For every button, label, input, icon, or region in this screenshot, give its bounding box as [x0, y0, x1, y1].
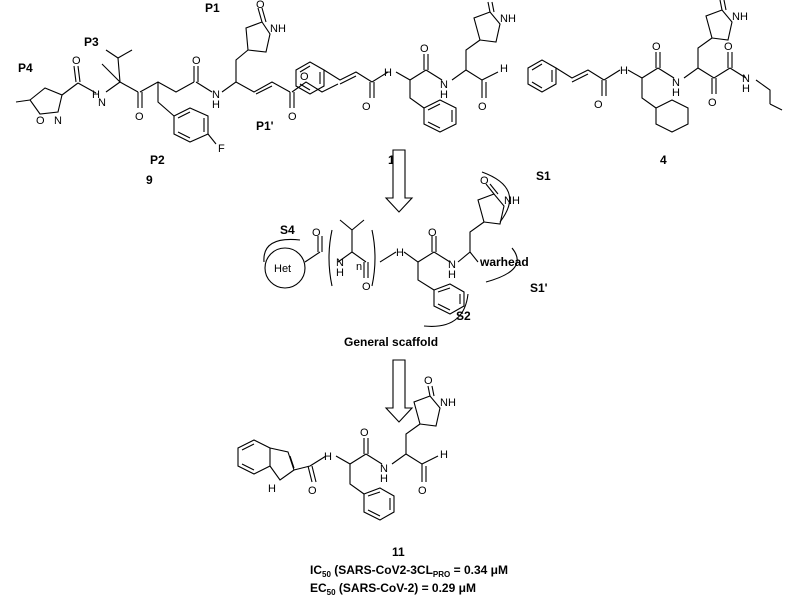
general-scaffold-title: General scaffold	[344, 335, 438, 349]
c11-aldehyde-o: O	[418, 485, 427, 497]
compound-4-number: 4	[660, 153, 667, 167]
c4-lactam-nh: NH	[732, 11, 748, 23]
ec50-line: EC50 (SARS-CoV-2) = 0.29 μM	[310, 581, 476, 597]
arrow-down-2	[384, 359, 414, 423]
c4-ketone-o: O	[708, 97, 717, 109]
c4-o2: O	[652, 41, 661, 53]
c9-ketone-o: O	[135, 111, 144, 123]
c10-nh2-h: H	[440, 89, 448, 101]
c10-lactam-o: O	[484, 0, 493, 3]
label-s1: S1	[536, 169, 551, 183]
scaffold-lactam-o: O	[480, 175, 489, 187]
scaffold-het: Het	[274, 263, 291, 275]
label-p4: P4	[18, 61, 33, 75]
isoxazole-o: O	[36, 115, 45, 127]
c10-nh1-h: H	[384, 67, 392, 79]
scaffold-o2: O	[362, 281, 371, 293]
compound-4-structure	[527, 0, 783, 133]
scaffold-o3: O	[428, 227, 437, 239]
label-p2: P2	[150, 153, 165, 167]
c11-nh1-h: H	[324, 451, 332, 463]
isoxazole-n: N	[54, 115, 62, 127]
c4-o1: O	[594, 99, 603, 111]
c11-aldehyde-h: H	[440, 449, 448, 461]
c9-ester-o1: O	[288, 111, 297, 123]
c9-lactam-nh: NH	[270, 23, 286, 35]
c10-aldehyde-o: O	[478, 101, 487, 113]
compound-9-structure	[15, 7, 339, 145]
c4-amide-h: H	[742, 83, 750, 95]
c11-lactam-o: O	[424, 375, 433, 387]
ic50-line: IC50 (SARS-CoV2-3CLPRO = 0.34 μM	[310, 563, 508, 579]
label-s2: S2	[456, 309, 471, 323]
c11-nh2-h: H	[380, 473, 388, 485]
c4-nh1-h: H	[620, 65, 628, 77]
c9-amide-h: H	[212, 99, 220, 111]
scaffold-lactam-nh: NH	[504, 195, 520, 207]
c4-nh2-h: H	[672, 87, 680, 99]
label-p3: P3	[84, 35, 99, 49]
c9-carbonyl-o2: O	[192, 55, 201, 67]
c9-carbonyl-o1: O	[72, 55, 81, 67]
label-s1-prime: S1'	[530, 281, 548, 295]
label-p1: P1	[205, 1, 220, 15]
c10-aldehyde-h: H	[500, 63, 508, 75]
scaffold-h2: H	[396, 247, 404, 259]
compound-10-structure	[295, 1, 501, 133]
scaffold-n-repeat: n	[356, 261, 362, 273]
c10-nh2-n: N	[440, 79, 448, 91]
arrow-down-1	[384, 149, 414, 213]
compound-9-number: 9	[146, 173, 153, 187]
scaffold-o1: O	[312, 227, 321, 239]
c10-o1: O	[362, 101, 371, 113]
c11-nh2-n: N	[380, 463, 388, 475]
indole-h: H	[268, 483, 276, 495]
c9-nh-h: H	[92, 89, 100, 101]
fluorine: F	[218, 143, 225, 155]
scaffold-n3: N	[448, 259, 456, 271]
c11-lactam-nh: NH	[440, 397, 456, 409]
scaffold-h1: H	[336, 267, 344, 279]
c4-amide-n: N	[742, 73, 750, 85]
c4-nh2-n: N	[672, 77, 680, 89]
label-p1-prime: P1'	[256, 119, 274, 133]
c11-o1: O	[308, 485, 317, 497]
c10-o2: O	[420, 43, 429, 55]
c9-amide-n: N	[212, 89, 220, 101]
c9-ester-o2: O	[300, 71, 309, 83]
c11-o2: O	[360, 427, 369, 439]
compound-11-structure	[237, 385, 441, 521]
scaffold-h3: H	[448, 269, 456, 281]
compound-11-number: 11	[392, 545, 405, 559]
c9-nh-n: N	[98, 97, 106, 109]
c10-lactam-nh: NH	[500, 13, 516, 25]
scaffold-n1: N	[336, 257, 344, 269]
general-scaffold-structure	[263, 171, 518, 327]
scaffold-warhead: warhead	[479, 255, 529, 269]
label-s4: S4	[280, 223, 295, 237]
c4-amide-o: O	[724, 41, 733, 53]
c9-lactam-o: O	[256, 0, 265, 11]
